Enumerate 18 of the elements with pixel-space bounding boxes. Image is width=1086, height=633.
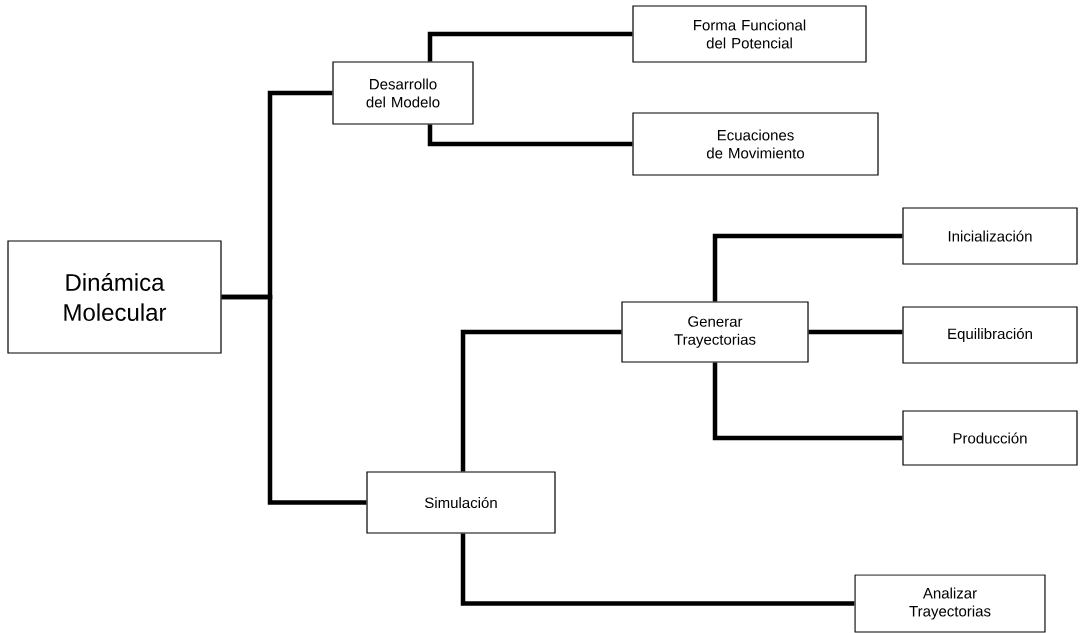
connector-line [712,362,903,441]
process-box: Desarrollo del Modelo [332,61,474,125]
process-box: Producción [902,410,1078,466]
process-box: Dinámica Molecular [7,240,222,354]
process-box: Ecuaciones de Movimiento [632,112,879,176]
connector-line [712,233,903,302]
connector-line [427,124,633,147]
process-box: Inicialización [902,207,1078,265]
connector-line [460,329,622,472]
connector-line [427,31,633,62]
process-box: Forma Funcional del Potencial [632,5,867,63]
process-box: Generar Trayectorias [621,301,809,363]
process-box: Simulación [366,471,556,534]
process-box: Analizar Trayectorias [854,574,1046,633]
connector-line [221,294,367,505]
connector-line [460,533,855,606]
process-box: Equilibración [902,306,1078,364]
connector-line [808,329,903,335]
